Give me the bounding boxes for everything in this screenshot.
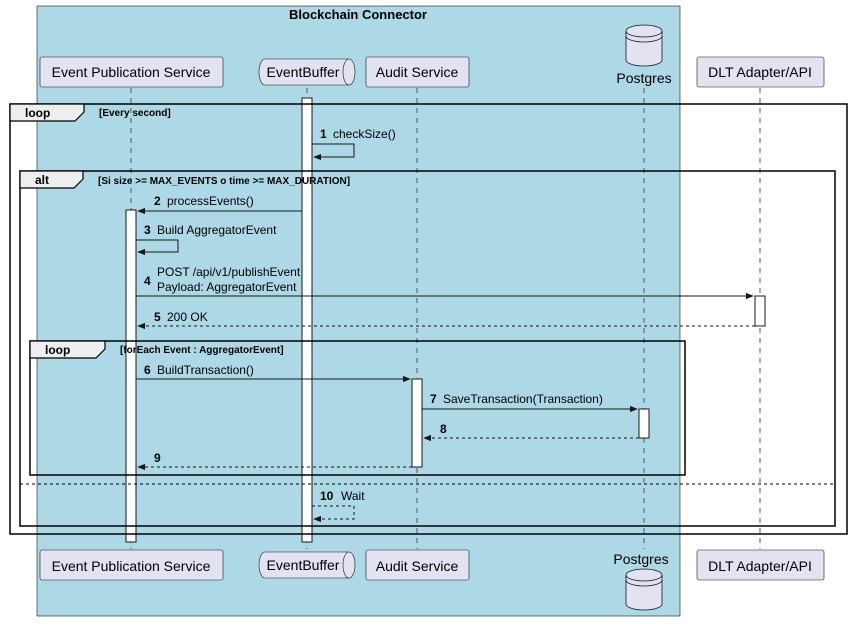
activation-eps [125, 209, 137, 543]
message-label: SaveTransaction(Transaction) [443, 392, 603, 406]
frame-keyword: loop [45, 343, 70, 357]
frame-guard: [forEach Event : AggregatorEvent] [120, 345, 284, 356]
frame-loop-inner: loop [forEach Event : AggregatorEvent] [29, 340, 686, 476]
participant-aud: Audit Service [365, 56, 470, 88]
message-label: Wait [341, 489, 365, 503]
participant-label: Audit Service [376, 558, 459, 574]
participant-buf: EventBuffer [258, 58, 356, 86]
activation-dlt [754, 295, 766, 327]
box-blockchain-connector [36, 5, 681, 617]
message-9: 9 [137, 451, 412, 471]
message-label: processEvents() [167, 194, 254, 208]
message-number: 10 [320, 489, 334, 503]
participant-label: DLT Adapter/API [708, 64, 812, 80]
message-number: 4 [144, 274, 151, 288]
frame-loop-outer: loop [Every second] [9, 103, 848, 535]
message-8: 8 [423, 422, 639, 442]
message-5: 5 200 OK [137, 310, 755, 330]
message-10: 10 Wait [312, 489, 365, 523]
participant-label: Event Publication Service [52, 64, 211, 80]
participant-aud: Audit Service [365, 549, 470, 581]
message-label: checkSize() [333, 127, 396, 141]
message-number: 8 [440, 422, 447, 436]
frame-alt: alt [Si size >= MAX_EVENTS o time >= MAX… [19, 170, 836, 527]
frame-keyword: alt [35, 173, 49, 187]
frame-guard: [Si size >= MAX_EVENTS o time >= MAX_DUR… [98, 176, 350, 187]
message-4: 4 POST /api/v1/publishEvent Payload: Agg… [136, 265, 754, 300]
participants-bottom: Event Publication Service EventBuffer Au… [39, 549, 825, 611]
activation-aud [411, 378, 423, 468]
participant-label: Postgres [616, 70, 671, 86]
message-label: 200 OK [167, 310, 208, 324]
participant-label: Event Publication Service [52, 558, 211, 574]
participant-label: Postgres [613, 551, 668, 567]
participant-buf: EventBuffer [258, 551, 356, 579]
participant-dlt: DLT Adapter/API [696, 549, 825, 581]
frame-keyword: loop [25, 106, 50, 120]
message-number: 3 [144, 223, 151, 237]
participant-label: EventBuffer [267, 557, 340, 573]
participant-dlt: DLT Adapter/API [696, 56, 825, 88]
message-number: 6 [144, 363, 151, 377]
message-2: 2 processEvents() [137, 194, 302, 215]
participants-top: Event Publication Service EventBuffer Au… [39, 24, 825, 88]
message-number: 9 [154, 451, 161, 465]
message-7: 7 SaveTransaction(Transaction) [422, 392, 638, 413]
message-number: 1 [320, 127, 327, 141]
participant-eps: Event Publication Service [39, 56, 224, 88]
message-label: Build AggregatorEvent [157, 223, 277, 237]
participant-label: DLT Adapter/API [708, 558, 812, 574]
message-3: 3 Build AggregatorEvent [136, 223, 277, 256]
frame-guard: [Every second] [99, 108, 171, 119]
activation-buf [301, 97, 313, 543]
message-number: 5 [154, 310, 161, 324]
participant-label: EventBuffer [267, 64, 340, 80]
participant-pg: Postgres [616, 24, 672, 86]
message-number: 7 [430, 392, 437, 406]
message-number: 2 [154, 194, 161, 208]
message-1: 1 checkSize() [312, 127, 396, 161]
message-6: 6 BuildTransaction() [136, 363, 411, 383]
message-label: BuildTransaction() [157, 363, 254, 377]
message-label: POST /api/v1/publishEvent [157, 265, 301, 279]
participant-pg: Postgres [613, 551, 669, 611]
message-label: Payload: AggregatorEvent [157, 280, 297, 294]
participant-eps: Event Publication Service [39, 549, 224, 581]
participant-label: Audit Service [376, 64, 459, 80]
box-title: Blockchain Connector [289, 7, 427, 22]
activations [125, 97, 766, 543]
activation-pg [638, 408, 650, 439]
